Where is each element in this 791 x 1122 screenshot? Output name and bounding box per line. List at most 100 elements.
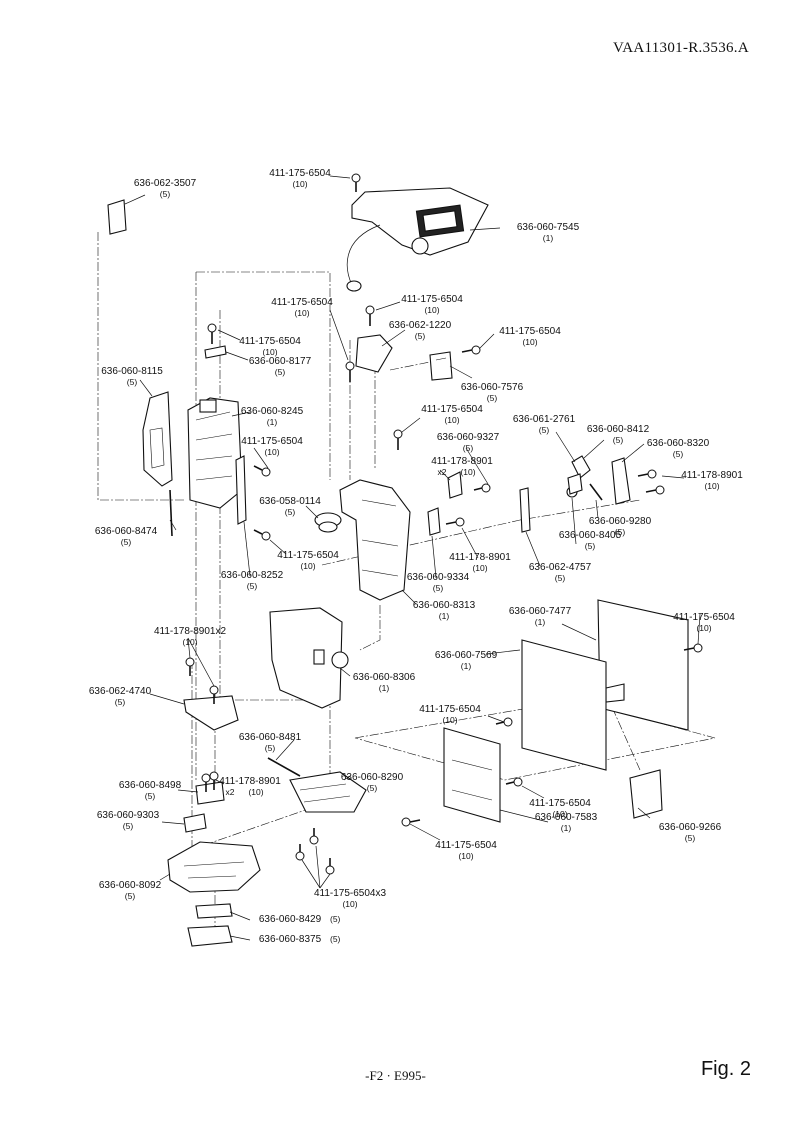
part-side-frame-8245 bbox=[187, 397, 243, 509]
part-number: 636-060-9303 bbox=[97, 810, 160, 821]
part-number: 411-178-8901x2 bbox=[154, 626, 227, 637]
part-grip-rubber-8115 bbox=[142, 391, 173, 487]
part-number: 636-060-8245 bbox=[241, 406, 304, 417]
callout-p01: 636-062-3507(5) bbox=[134, 178, 197, 199]
part-number: 636-060-8498 bbox=[119, 780, 182, 791]
callout-p17: 636-060-8320(5) bbox=[647, 438, 710, 459]
part-quantity: (10) bbox=[442, 715, 457, 725]
part-number: 636-062-4740 bbox=[89, 686, 152, 697]
part-quantity: (1) bbox=[561, 823, 572, 833]
part-number: 636-060-9280 bbox=[589, 516, 652, 527]
callout-p27: 636-060-8252(5) bbox=[221, 570, 284, 591]
part-number: 636-060-8290 bbox=[341, 772, 404, 783]
callout-p03: 636-060-7545(1) bbox=[517, 222, 580, 243]
part-quantity: (5) bbox=[275, 367, 286, 377]
part-number: 636-060-8474 bbox=[95, 526, 158, 537]
callout-p37: 411-175-6504(10) bbox=[419, 704, 481, 725]
callout-p28: 636-060-9334(5) bbox=[407, 572, 470, 593]
part-number: 636-060-8092 bbox=[99, 880, 162, 891]
callout-p08: 411-175-6504(10) bbox=[239, 336, 301, 357]
part-quantity: (5) bbox=[127, 377, 138, 387]
part-number: 636-062-4757 bbox=[529, 562, 592, 573]
callout-p33: 411-178-8901x2(10) bbox=[154, 626, 227, 647]
part-number: 411-175-6504 bbox=[673, 612, 735, 623]
callout-p46: 411-175-6504(10) bbox=[435, 840, 497, 861]
part-quantity: (5) bbox=[330, 914, 341, 924]
part-lcd-panel-7477 bbox=[597, 599, 689, 731]
part-bracket-7576 bbox=[429, 351, 453, 381]
part-quantity: (5) bbox=[160, 189, 171, 199]
part-number: 411-178-8901 bbox=[681, 470, 743, 481]
callout-p43: 636-060-9303(5) bbox=[97, 810, 160, 831]
part-quantity: (1) bbox=[379, 683, 390, 693]
part-number: 636-061-2761 bbox=[513, 414, 576, 425]
part-quantity: (5) bbox=[265, 743, 276, 753]
part-number: 636-060-8306 bbox=[353, 672, 416, 683]
part-quantity: (10) bbox=[294, 308, 309, 318]
part-number: 411-175-6504 bbox=[241, 436, 303, 447]
callout-p50: 636-060-8375(5) bbox=[259, 934, 341, 945]
part-hinge-9266 bbox=[629, 769, 663, 819]
part-quantity: (10) bbox=[342, 899, 357, 909]
callout-p15: 636-061-2761(5) bbox=[513, 414, 576, 435]
callout-p20: 411-178-8901x2(10) bbox=[431, 456, 493, 477]
callout-p32: 411-175-6504(10) bbox=[673, 612, 735, 633]
part-spring-9327 bbox=[447, 471, 463, 499]
part-number: 411-175-6504 bbox=[271, 297, 333, 308]
callout-p49: 636-060-8429(5) bbox=[259, 914, 341, 925]
part-spring-9334 bbox=[427, 507, 441, 536]
callout-p41: 636-060-8290(5) bbox=[341, 772, 404, 793]
callout-p29: 636-062-4757(5) bbox=[529, 562, 592, 583]
part-quantity: (5) bbox=[433, 583, 444, 593]
screws bbox=[185, 173, 703, 875]
part-number: 636-060-8481 bbox=[239, 732, 302, 743]
figure-label: Fig. 2 bbox=[700, 1058, 751, 1080]
part-label-sticker bbox=[107, 199, 127, 235]
callout-p11: 636-060-7576(5) bbox=[461, 382, 524, 403]
part-number: 411-178-8901 bbox=[449, 552, 511, 563]
callout-p14: 411-175-6504(10) bbox=[241, 436, 303, 457]
part-quantity: (10) bbox=[262, 347, 277, 357]
callout-p23: 636-060-8474(5) bbox=[95, 526, 158, 547]
part-cover-plate-1220 bbox=[355, 334, 393, 373]
part-number: 636-060-7477 bbox=[509, 606, 572, 617]
callout-p07: 411-175-6504(10) bbox=[499, 326, 561, 347]
part-quantity: (1) bbox=[439, 611, 450, 621]
part-number: 636-060-7545 bbox=[517, 222, 580, 233]
callout-p38: 636-060-8481(5) bbox=[239, 732, 302, 753]
callout-p44: 636-060-9266(5) bbox=[659, 822, 722, 843]
part-quantity: (1) bbox=[535, 617, 546, 627]
part-number: 636-060-8177 bbox=[249, 356, 312, 367]
callout-p31: 636-060-7477(1) bbox=[509, 606, 572, 627]
part-number: 636-062-1220 bbox=[389, 320, 452, 331]
part-number: 636-060-8313 bbox=[413, 600, 476, 611]
part-quantity: (1) bbox=[543, 233, 554, 243]
part-quantity: (5) bbox=[330, 934, 341, 944]
part-number: 636-060-9327 bbox=[437, 432, 500, 443]
part-number: 411-175-6504x3 bbox=[314, 888, 387, 899]
part-number: 411-175-6504 bbox=[239, 336, 301, 347]
part-number: 636-060-8405 bbox=[559, 530, 622, 541]
part-number: 636-060-7569 bbox=[435, 650, 498, 661]
callout-p21: 636-058-0114(5) bbox=[259, 496, 321, 517]
part-main-chassis-8313 bbox=[339, 479, 411, 601]
callout-p16: 636-060-8412(5) bbox=[587, 424, 650, 445]
part-quantity: (5) bbox=[121, 537, 132, 547]
part-number: 636-060-9266 bbox=[659, 822, 722, 833]
part-clip-8177 bbox=[204, 345, 227, 359]
part-quantity: (5) bbox=[145, 791, 156, 801]
part-number: 636-060-8320 bbox=[647, 438, 710, 449]
callout-p30: 636-060-8313(1) bbox=[413, 600, 476, 621]
part-number: 411-175-6504 bbox=[499, 326, 561, 337]
part-number: 636-062-3507 bbox=[134, 178, 197, 189]
part-number: 636-060-8252 bbox=[221, 570, 284, 581]
part-number: 636-060-8115 bbox=[101, 366, 163, 377]
part-top-flex-assembly bbox=[346, 187, 489, 292]
callout-p12: 636-060-8245(1) bbox=[241, 406, 304, 427]
part-quantity: (1) bbox=[461, 661, 472, 671]
callout-p34: 636-060-7569(1) bbox=[435, 650, 498, 671]
part-number: 636-060-8412 bbox=[587, 424, 650, 435]
callout-p35: 636-060-8306(1) bbox=[353, 672, 416, 693]
